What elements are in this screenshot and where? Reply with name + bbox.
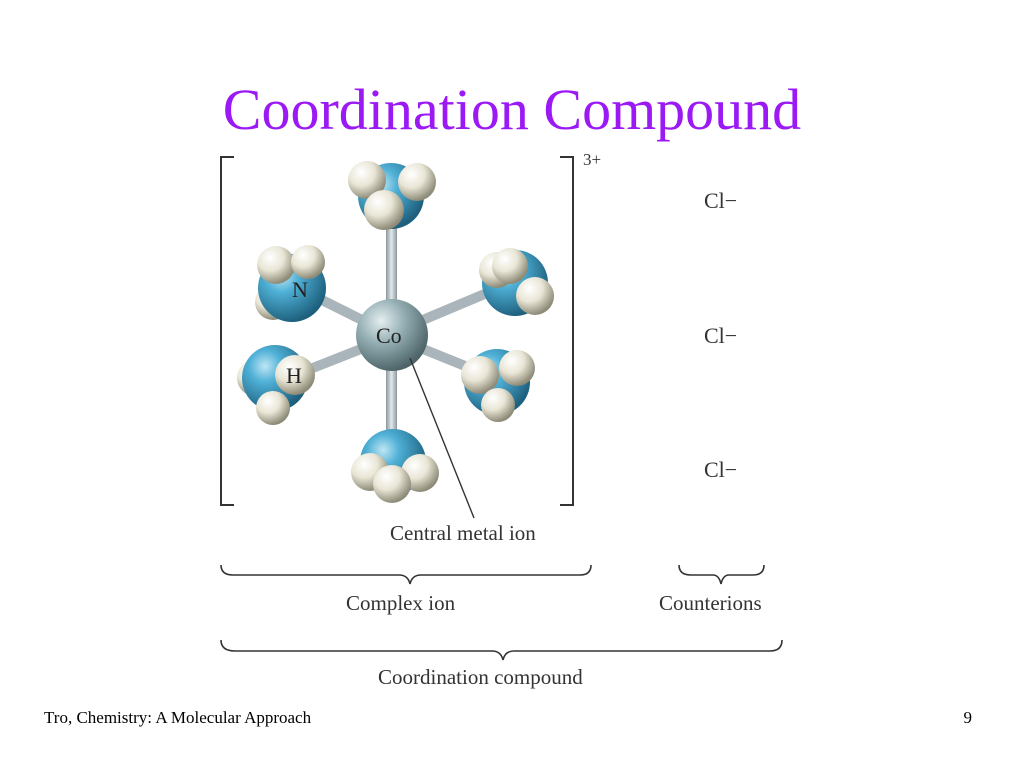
nitrogen-label: N: [292, 277, 308, 302]
hydrogen-atom: [364, 190, 404, 230]
hydrogen-atom: [398, 163, 436, 201]
slide-title: Coordination Compound: [222, 77, 802, 142]
cobalt-label: Co: [376, 323, 402, 348]
hydrogen-label: H: [286, 363, 302, 388]
footer-source: Tro, Chemistry: A Molecular Approach: [44, 708, 312, 727]
central-metal-ion-label: Central metal ion: [390, 521, 536, 545]
hydrogen-atom: [257, 246, 295, 284]
counterions-label: Counterions: [659, 591, 762, 615]
bracket-left: [220, 156, 234, 506]
brace-complex-ion: [220, 564, 592, 585]
coordination-compound-label: Coordination compound: [378, 665, 583, 689]
hydrogen-atom: [516, 277, 554, 315]
bracket-right: [560, 156, 574, 506]
hydrogen-atom: [461, 356, 499, 394]
ammonia-ligand-lower-right: [461, 349, 535, 422]
hydrogen-atom: [275, 355, 315, 395]
counterion-3: Cl−: [704, 457, 737, 482]
cobalt-sphere: [356, 299, 428, 371]
ammonia-ligand-lower-left: H: [237, 345, 315, 425]
hydrogen-atom: [481, 388, 515, 422]
complex-ion-label: Complex ion: [346, 591, 456, 615]
hydrogen-atom: [492, 248, 528, 284]
hydrogen-atom: [291, 245, 325, 279]
ammonia-ligand-bottom: [351, 429, 439, 503]
bond-bottom: [386, 364, 397, 464]
brace-counterions: [678, 564, 765, 585]
brace-coordination-compound: [220, 639, 783, 661]
page-number: 9: [963, 708, 973, 727]
cobalt-atom: Co: [356, 299, 428, 371]
callout-line: [409, 357, 475, 519]
hydrogen-atom: [499, 350, 535, 386]
counterion-2: Cl−: [704, 323, 737, 348]
charge-label: 3+: [583, 150, 601, 169]
ammonia-ligand-upper-right: [479, 248, 554, 316]
ammonia-ligand-top: [348, 161, 436, 230]
hydrogen-atom: [256, 391, 290, 425]
counterion-1: Cl−: [704, 188, 737, 213]
hydrogen-atom: [373, 465, 411, 503]
ammonia-ligand-upper-left: N: [255, 245, 326, 322]
hydrogen-atom: [348, 161, 386, 199]
bond-top: [386, 200, 397, 312]
